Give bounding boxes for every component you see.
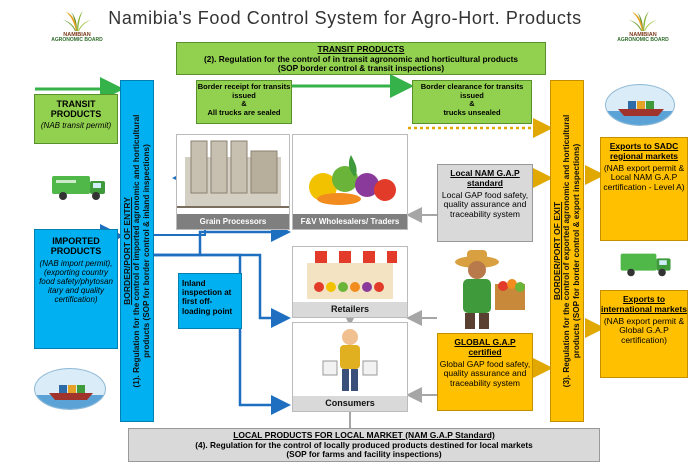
local-market-line-3: (SOP for farms and facility inspections): [286, 449, 442, 460]
sadc-exports-box: Exports to SADC regional markets (NAB ex…: [600, 137, 688, 241]
factory-icon: [177, 140, 289, 208]
border-receipt-line-1: Border receipt for transits issued: [197, 82, 291, 100]
transit-banner-body: (2). Regulation for the control of in tr…: [204, 53, 518, 74]
transit-banner: TRANSIT PRODUCTS (2). Regulation for the…: [176, 42, 546, 75]
retailers-label: Retailers: [293, 302, 407, 317]
border-exit-heading: BORDER/PORT OF EXIT: [552, 201, 563, 301]
logo-line-1: NAMIBIAN: [629, 32, 657, 38]
truck-icon: [52, 176, 105, 200]
border-entry-body-2: products (SOP for border control & inlan…: [142, 144, 152, 358]
border-receipt-line-3: All trucks are sealed: [207, 107, 281, 117]
market-stall-icon: [303, 251, 397, 299]
local-market-banner: LOCAL PRODUCTS FOR LOCAL MARKET (NAM G.A…: [128, 428, 600, 462]
fv-wholesalers-panel: F&V Wholesalers/ Traders: [292, 134, 408, 230]
intl-exports-box: Exports to international markets (NAB ex…: [600, 290, 688, 378]
local-market-heading: LOCAL PRODUCTS FOR LOCAL MARKET (NAM G.A…: [233, 430, 495, 440]
border-clearance-line-3: trucks unsealed: [443, 107, 501, 117]
imported-products-sub: (NAB import permit), (exporting country …: [39, 258, 113, 305]
border-clearance-box: Border clearance for transits issued & t…: [412, 80, 532, 124]
farmer-icon: [455, 250, 525, 329]
border-entry-heading: BORDER/PORT OF ENTRY: [122, 197, 133, 305]
farmer-illustration: [437, 244, 533, 330]
border-entry-bar: BORDER/PORT OF ENTRY (1). Regulation for…: [120, 80, 154, 422]
plant-logo-icon: [63, 11, 91, 31]
transit-products-box: TRANSIT PRODUCTS (NAB transit permit): [34, 94, 118, 144]
ship-illustration-left: [34, 368, 106, 410]
border-receipt-box: Border receipt for transits issued & All…: [196, 80, 292, 124]
global-gap-box: GLOBAL G.A.P certified Global GAP food s…: [437, 333, 533, 411]
border-exit-bar: BORDER/PORT OF EXIT (3). Regulation for …: [550, 80, 584, 422]
border-entry-body-1: (1). Regulation for the control of impor…: [132, 114, 142, 388]
local-gap-heading: Local NAM G.A.P standard: [450, 168, 520, 188]
logo-right: NAMIBIAN AGRONOMIC BOARD: [608, 10, 678, 56]
imported-products-box: IMPORTED PRODUCTS (NAB import permit), (…: [34, 229, 118, 349]
border-clearance-line-1: Border clearance for transits issued: [420, 82, 524, 100]
green-truck-illustration-right: [615, 248, 679, 280]
page-title: Namibia's Food Control System for Agro-H…: [108, 8, 582, 28]
fv-wholesalers-label: F&V Wholesalers/ Traders: [293, 214, 407, 229]
global-gap-body: Global GAP food safety, quality assuranc…: [439, 358, 531, 389]
inland-inspection-box: Inland inspection at first off-loading p…: [178, 273, 242, 329]
truck-icon: [620, 253, 671, 277]
logo-line-2: AGRONOMIC BOARD: [51, 37, 103, 44]
grain-processors-panel: Grain Processors: [176, 134, 290, 230]
imported-products-heading: IMPORTED PRODUCTS: [50, 236, 102, 257]
green-truck-illustration: [50, 170, 110, 204]
border-exit-text: BORDER/PORT OF EXIT (3). Regulation for …: [552, 115, 582, 387]
border-exit-body-2: products (SOP for border control & expor…: [572, 143, 582, 359]
global-gap-heading: GLOBAL G.A.P certified: [454, 337, 516, 357]
ship-illustration-right: [605, 84, 675, 126]
intl-exports-body: (NAB export permit & Global G.A.P certif…: [603, 315, 685, 346]
border-entry-text: BORDER/PORT OF ENTRY (1). Regulation for…: [122, 115, 152, 388]
border-receipt-line-2: &: [241, 99, 247, 109]
transit-banner-heading: TRANSIT PRODUCTS: [317, 44, 405, 54]
border-clearance-line-2: &: [469, 99, 475, 109]
inland-inspection-text: Inland inspection at first off-loading p…: [182, 279, 233, 316]
plant-logo-icon: [629, 11, 657, 31]
local-gap-box: Local NAM G.A.P standard Local GAP food …: [437, 164, 533, 242]
retailers-panel: Retailers: [292, 246, 408, 318]
transit-products-heading: TRANSIT PRODUCTS: [50, 99, 102, 120]
grain-processors-label: Grain Processors: [177, 214, 289, 229]
intl-exports-heading: Exports to international markets: [601, 294, 687, 314]
sadc-exports-heading: Exports to SADC regional markets: [609, 141, 679, 161]
transit-products-sub: (NAB transit permit): [40, 120, 112, 130]
border-exit-body-1: (3). Regulation for the control of expor…: [562, 114, 572, 388]
local-market-line-2: (4). Regulation for the control of local…: [195, 439, 533, 450]
ship-icon: [606, 101, 674, 125]
local-gap-body: Local GAP food safety, quality assurance…: [441, 189, 529, 220]
ship-icon: [35, 385, 105, 409]
logo-left: NAMIBIAN AGRONOMIC BOARD: [42, 10, 112, 56]
sadc-exports-body: (NAB export permit & Local NAM G.A.P cer…: [603, 162, 685, 193]
consumers-panel: Consumers: [292, 322, 408, 412]
logo-line-2: AGRONOMIC BOARD: [617, 37, 669, 44]
consumers-label: Consumers: [293, 396, 407, 411]
logo-line-1: NAMIBIAN: [63, 32, 91, 38]
fruit-vegetables-icon: [309, 155, 396, 205]
shopper-icon: [322, 329, 378, 391]
